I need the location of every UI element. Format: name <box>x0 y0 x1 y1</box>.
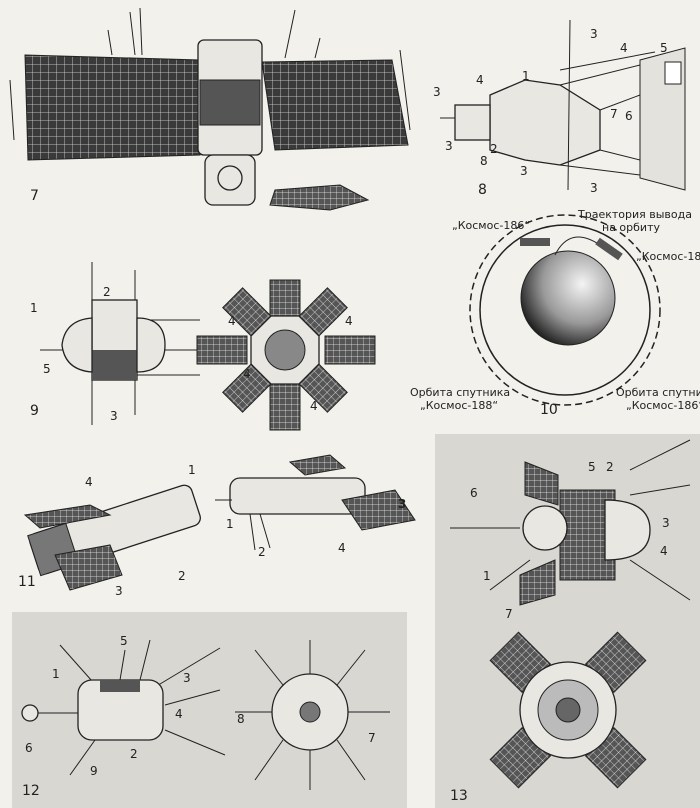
callout-label: 2 <box>130 747 138 761</box>
callout-label: 3 <box>590 181 598 195</box>
callout-label: 8 <box>480 154 488 168</box>
fig12-spacecraft: 5 1 3 6 4 2 9 8 7 12 <box>21 634 390 799</box>
orbit-kosmos-186 <box>479 224 651 396</box>
fig9-number: 9 <box>30 403 39 419</box>
callout-label: 1 <box>30 301 38 315</box>
kosmos-188-craft <box>595 237 623 261</box>
callout-label: 4 <box>243 367 251 381</box>
callout-label: 7 <box>505 607 513 621</box>
fig11-number: 11 <box>18 574 36 590</box>
fig9-spacecraft: 1 2 5 3 4 4 4 4 9 <box>30 262 376 431</box>
callout-label: 3 <box>183 671 191 685</box>
fig7-spacecraft: 7 <box>9 7 411 211</box>
callout-label: 4 <box>228 314 236 328</box>
callout-label: 7 <box>610 107 618 121</box>
callout-label: 3 <box>590 27 598 41</box>
callout-label: 4 <box>85 475 93 489</box>
callout-label: 2 <box>490 142 498 156</box>
fig8-number: 8 <box>478 182 487 198</box>
callout-label: 4 <box>620 41 628 55</box>
callout-label: „Космос-188“ <box>636 250 700 263</box>
callout-label: 3 <box>110 409 118 423</box>
fig9-top-view <box>196 279 376 431</box>
fig13-spacecraft: 6 5 2 3 4 1 7 13 <box>450 439 691 804</box>
launch-trajectory <box>554 236 601 256</box>
callout-label: 1 <box>483 569 491 583</box>
callout-label: 7 <box>368 731 376 745</box>
callout-label: 2 <box>178 569 186 583</box>
callout-label: 5 <box>43 362 51 376</box>
kosmos-186-craft <box>520 238 550 246</box>
callout-label: „Космос-188“ <box>420 399 498 412</box>
callout-label: 3 <box>433 85 441 99</box>
callout-label: 1 <box>522 69 530 83</box>
callout-label: 1 <box>188 463 196 477</box>
fig7-right-solar-panel <box>261 59 409 151</box>
callout-label: 4 <box>310 399 318 413</box>
callout-label: 6 <box>625 109 633 123</box>
callout-label: Траектория вывода <box>577 208 692 221</box>
callout-label: „Космос-186“ <box>452 219 530 232</box>
callout-label: 3 <box>115 584 123 598</box>
earth-globe <box>520 250 616 346</box>
callout-label: 5 <box>588 460 596 474</box>
callout-label: 3 <box>662 516 670 530</box>
callout-label: 1 <box>52 667 60 681</box>
callout-label: 4 <box>476 73 484 87</box>
callout-label: 4 <box>345 314 353 328</box>
callout-label: 8 <box>237 712 245 726</box>
callout-label: 2 <box>606 460 614 474</box>
callout-label: 2 <box>258 545 266 559</box>
callout-label: 3 <box>445 139 453 153</box>
callout-label: 3 <box>398 497 406 511</box>
callout-label: Орбита спутника <box>410 386 510 399</box>
orbit-kosmos-188 <box>469 214 661 406</box>
callout-label: 4 <box>338 541 346 555</box>
fig7-number: 7 <box>30 188 39 204</box>
callout-label: 4 <box>660 544 668 558</box>
callout-label: 5 <box>120 634 128 648</box>
fig10-orbit-diagram: „Космос-186“ Траектория вывода на орбиту… <box>410 208 700 418</box>
fig13-number: 13 <box>450 788 468 804</box>
callout-label: 6 <box>470 486 478 500</box>
callout-label: 9 <box>90 764 98 778</box>
fig11-spacecraft: 4 1 2 3 1 2 3 4 11 <box>18 454 416 598</box>
callout-label: 1 <box>226 517 234 531</box>
callout-label: 5 <box>660 41 668 55</box>
fig8-spacecraft: 3 4 5 4 3 3 1 7 6 8 2 3 3 8 <box>433 19 686 198</box>
callout-label: на орбиту <box>602 221 660 234</box>
callout-label: 4 <box>175 707 183 721</box>
callout-label: 6 <box>25 741 33 755</box>
fig12-number: 12 <box>22 783 40 799</box>
callout-label: 3 <box>520 164 528 178</box>
callout-label: Орбита спутника <box>616 386 700 399</box>
fig7-left-solar-panel <box>24 54 201 161</box>
fig10-number: 10 <box>540 402 558 418</box>
callout-label: 2 <box>103 285 111 299</box>
callout-label: „Космос-186“ <box>626 399 700 412</box>
